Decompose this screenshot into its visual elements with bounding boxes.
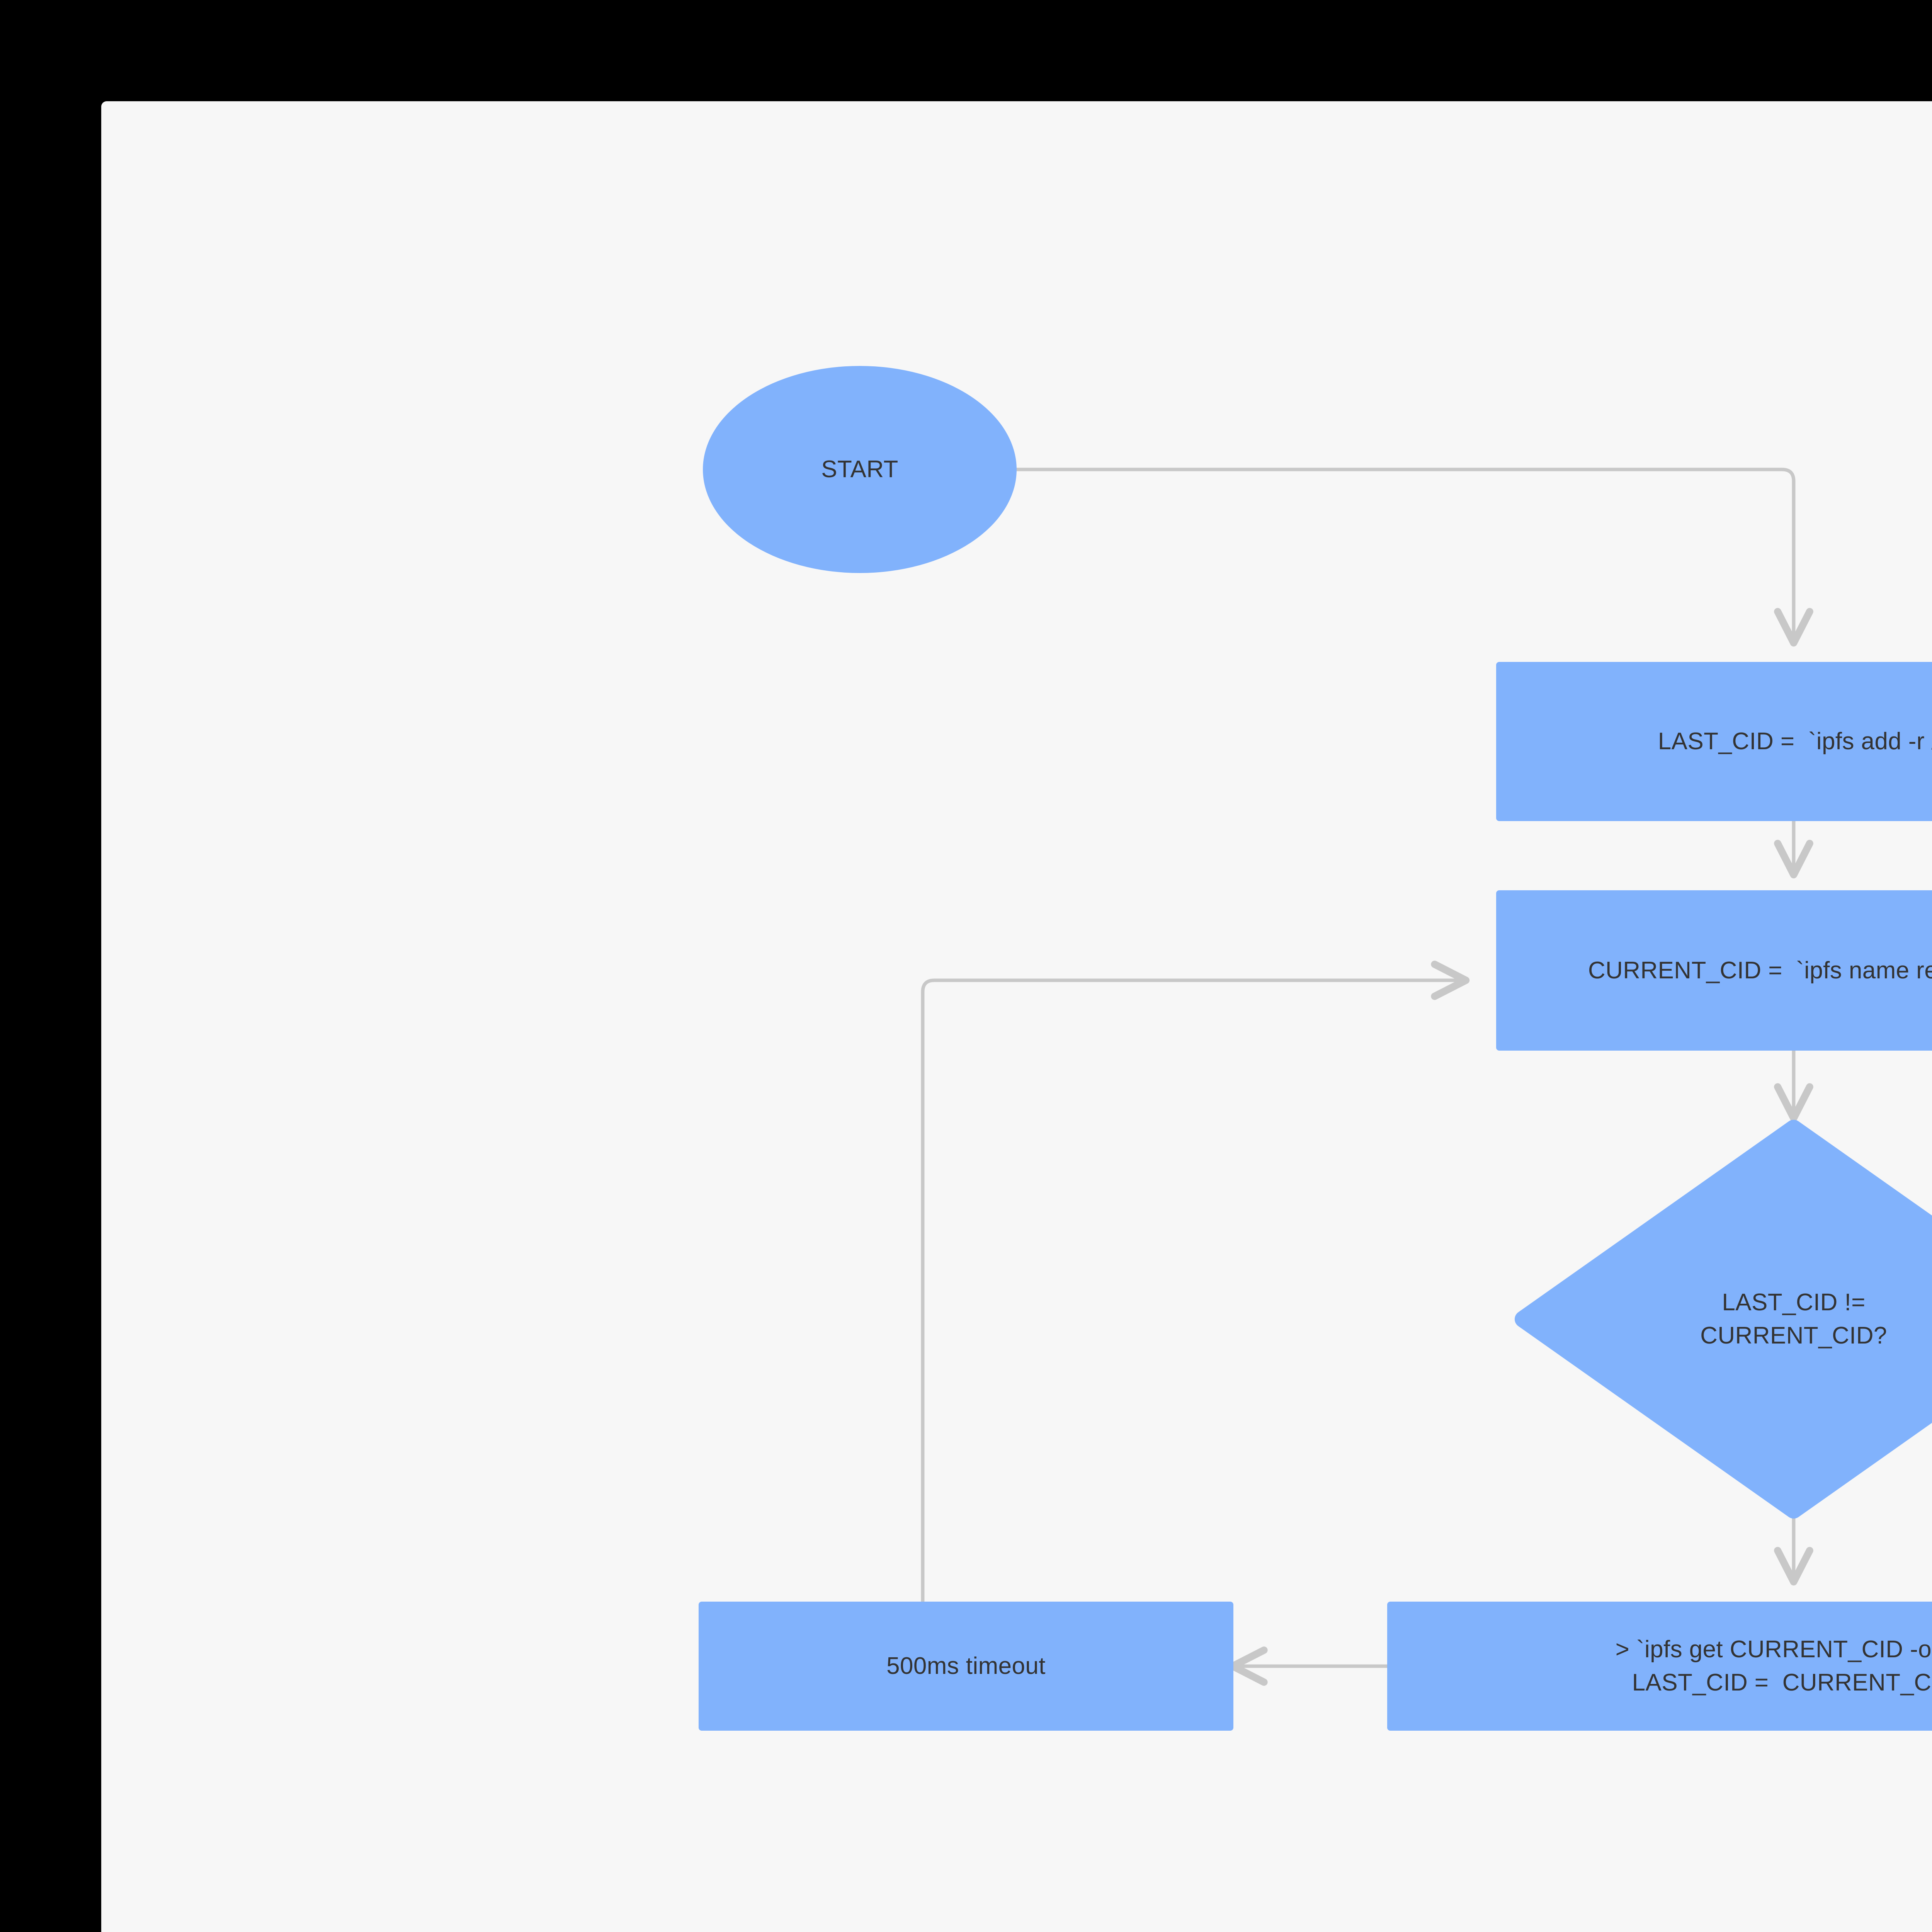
- diagram-canvas[interactable]: START LAST_CID = `ipfs add -r /fx` CURRE…: [101, 101, 1932, 1932]
- edge-start-to-add: [1015, 468, 1813, 647]
- node-timeout[interactable]: [699, 1602, 1233, 1731]
- node-last-cid-add[interactable]: [1496, 662, 1932, 821]
- flowchart-svg: [699, 366, 1932, 1731]
- edge-timeout-to-resolve: [921, 961, 1470, 1604]
- node-compare-decision[interactable]: [1515, 1120, 1932, 1519]
- node-current-cid-resolve[interactable]: [1496, 890, 1932, 1051]
- node-start[interactable]: [703, 366, 1017, 573]
- node-get-and-assign[interactable]: [1387, 1602, 1932, 1731]
